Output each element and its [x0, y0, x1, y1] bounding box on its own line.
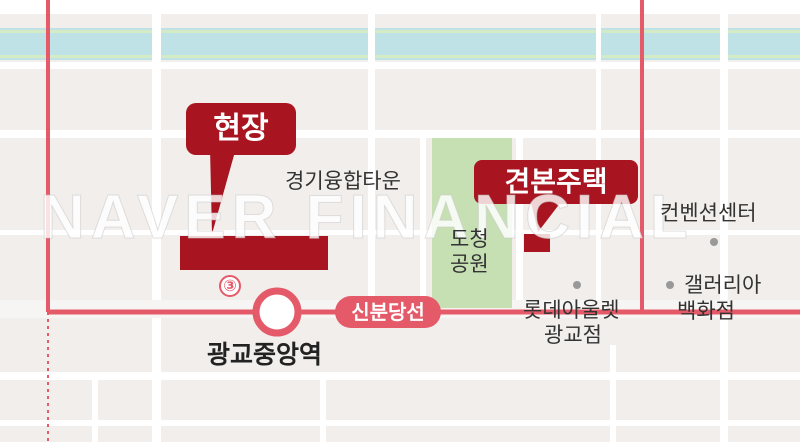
model-house-callout [474, 160, 638, 232]
station-name: 광교중앙역 [207, 340, 323, 369]
park-label-line2: 공원 [450, 252, 489, 276]
model-house-block [524, 234, 550, 252]
line-pill [335, 296, 441, 328]
convention-dot [710, 238, 718, 246]
outlet-dot [573, 281, 581, 289]
convention-label: 컨벤션센터 [660, 201, 757, 225]
river [0, 28, 800, 60]
outlet-label-line1: 롯데아울렛 [523, 298, 620, 322]
town-label: 경기융합타운 [285, 169, 401, 193]
outlet-label-line2: 광교점 [544, 323, 602, 347]
gallery-label-line1: 갤러리아 [684, 273, 762, 297]
station-exit-number: ③ [223, 276, 237, 295]
watermark: NAVER FINANCIAL [40, 183, 694, 253]
station-marker [252, 287, 302, 337]
gallery-dot [666, 281, 674, 289]
site-label: 현장 [213, 111, 269, 146]
line-label: 신분당선 [351, 300, 425, 324]
gallery-label-line2: 백화점 [677, 299, 735, 323]
park-label-line1: 도청 [450, 227, 489, 251]
site-block [180, 236, 328, 270]
exit-circle [219, 275, 241, 297]
site-callout [186, 103, 296, 234]
model-house-label: 견본주택 [504, 165, 608, 198]
